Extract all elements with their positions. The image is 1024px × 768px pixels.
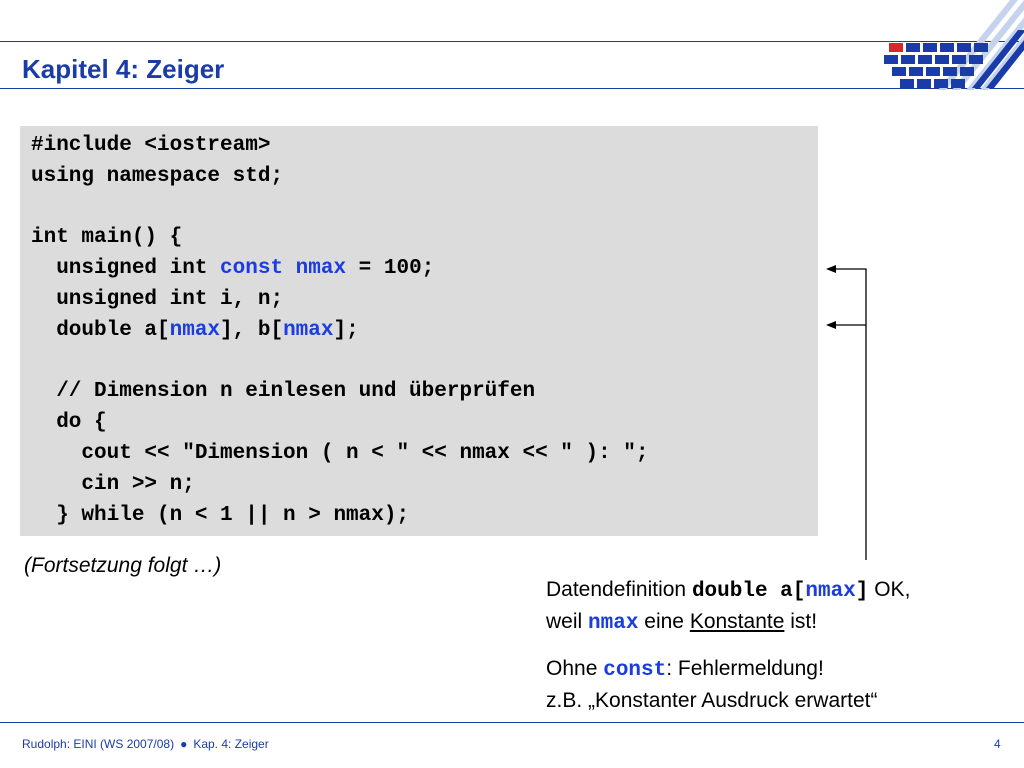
header-top-rule [0, 41, 1024, 42]
note-code: ] [855, 580, 869, 603]
note-code: double a[ [691, 580, 806, 603]
explanation-line: Datendefinition double a[nmax] OK, [546, 575, 910, 607]
note-emphasis: Konstante [689, 610, 785, 633]
code-line: #include <iostream> [31, 134, 271, 157]
note-code-highlight: const [603, 659, 667, 682]
slide-title: Kapitel 4: Zeiger [22, 54, 225, 84]
footer-course: Rudolph: EINI (WS 2007/08) [22, 737, 175, 751]
note-text: Ohne [546, 657, 604, 680]
note-text: ist! [784, 610, 818, 633]
note-text: OK, [868, 578, 911, 601]
explanation-line: weil nmax eine Konstante ist! [546, 607, 910, 639]
code-block: #include <iostream> using namespace std;… [31, 131, 649, 531]
code-line: unsigned int [31, 257, 221, 281]
note-code-highlight: nmax [805, 580, 856, 603]
note-code-highlight: nmax [588, 612, 639, 635]
footer-rule [0, 722, 1024, 723]
footer-separator: ● [180, 737, 188, 751]
code-line: = 100; [346, 257, 435, 281]
code-keyword: const nmax [220, 257, 347, 281]
footer: Rudolph: EINI (WS 2007/08) ● Kap. 4: Zeige… [22, 737, 269, 751]
university-logo-icon [884, 0, 1024, 90]
code-line: ], b[ [220, 318, 284, 342]
page-number: 4 [994, 737, 1001, 751]
code-line: cin >> n; [31, 472, 195, 496]
code-keyword: nmax [283, 318, 334, 342]
note-text: weil [546, 610, 589, 633]
header-bottom-rule [0, 88, 1024, 89]
code-keyword: nmax [169, 318, 221, 342]
explanation-note: Datendefinition double a[nmax] OK, weil … [546, 575, 910, 639]
bracket-arrows-icon [826, 265, 867, 560]
footer-chapter: Kap. 4: Zeiger [193, 737, 269, 751]
code-line: double a[ [31, 318, 170, 342]
code-block-background [20, 126, 818, 536]
code-line: unsigned int i, n; [31, 287, 284, 311]
explanation-line: z.B. „Konstanter Ausdruck erwartet“ [546, 689, 878, 712]
code-line: // Dimension n einlesen und überprüfen [31, 380, 536, 404]
code-line: do { [31, 411, 107, 435]
note-text: Datendefinition [546, 578, 692, 601]
error-note: Ohne const: Fehlermeldung! z.B. „Konstan… [546, 654, 877, 716]
code-line: } while (n < 1 || n > nmax); [31, 503, 410, 527]
code-line: using namespace std; [31, 164, 284, 188]
note-text: : Fehlermeldung! [666, 657, 824, 680]
code-line: int main() { [31, 226, 183, 250]
continuation-note: (Fortsetzung folgt …) [24, 554, 222, 577]
note-text: eine [638, 610, 690, 633]
code-line: ]; [333, 318, 359, 342]
explanation-line: Ohne const: Fehlermeldung! [546, 654, 877, 686]
code-line: cout << "Dimension ( n < " << nmax << " … [31, 441, 649, 465]
